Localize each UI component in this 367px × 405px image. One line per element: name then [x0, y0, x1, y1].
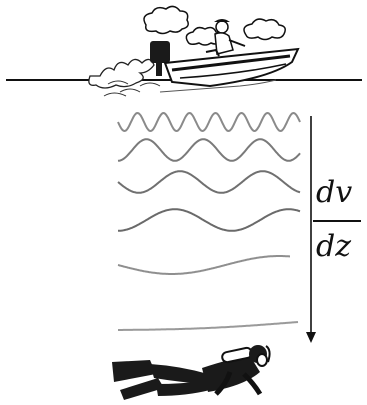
down-arrow-icon: [306, 116, 316, 343]
wave-1: [118, 113, 300, 131]
cloud-icon: [244, 19, 285, 39]
wave-3: [118, 171, 300, 193]
wave-5: [118, 256, 290, 274]
wave-group: [118, 113, 300, 330]
formula-denominator: dz: [316, 232, 351, 262]
wave-6: [118, 322, 298, 330]
wave-4: [118, 209, 300, 231]
wave-2: [118, 139, 300, 161]
scuba-diver-icon: [112, 345, 270, 400]
formula-numerator: dv: [316, 178, 352, 208]
fraction-bar: [313, 220, 361, 222]
cloud-icon: [144, 6, 188, 33]
